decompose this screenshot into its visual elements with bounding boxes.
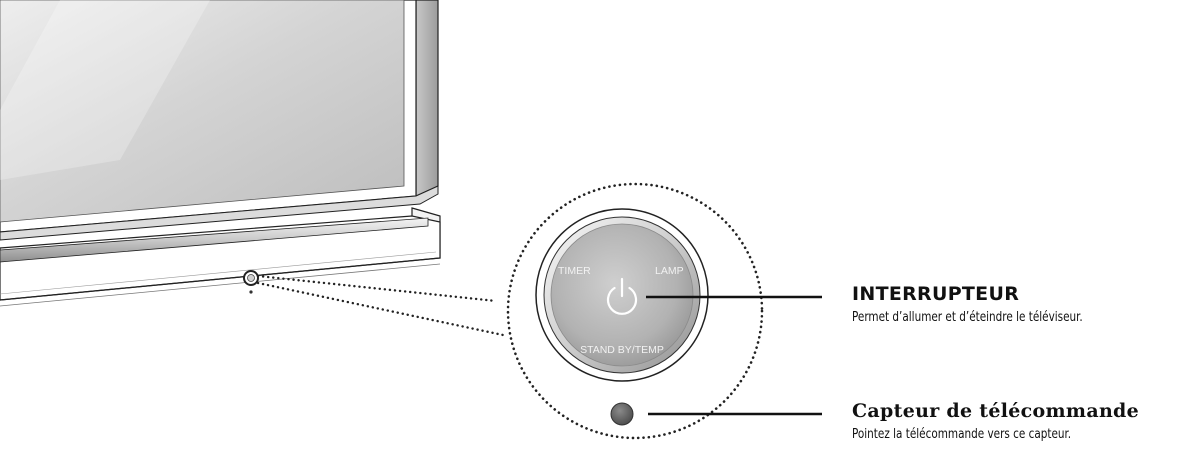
zoom-connector-lines <box>256 274 505 337</box>
sensor-callout: Capteur de télécommande Pointez la téléc… <box>852 400 1139 443</box>
sensor-callout-description: Pointez la télécommande vers ce capteur. <box>852 426 1072 442</box>
power-callout-description: Permet d’allumer et d’éteindre le télévi… <box>852 309 1083 325</box>
power-button-large[interactable]: TIMER LAMP STAND BY/TEMP <box>535 208 709 382</box>
power-icon <box>606 277 638 315</box>
power-callout-title: INTERRUPTEUR <box>852 283 1020 305</box>
standby-label: STAND BY/TEMP <box>580 344 664 356</box>
magnifier-circle <box>506 182 764 440</box>
timer-label: TIMER <box>558 265 591 277</box>
tv-power-button-small <box>243 270 259 286</box>
power-callout: INTERRUPTEUR Permet d’allumer et d’étein… <box>852 283 1120 326</box>
sensor-callout-title: Capteur de télécommande <box>852 400 1140 422</box>
tv-screen <box>0 0 439 241</box>
lamp-label: LAMP <box>655 265 684 277</box>
remote-sensor-large <box>610 402 634 426</box>
leader-lines <box>646 295 822 416</box>
tv-cabinet <box>0 207 441 307</box>
tv-sensor-dot-small <box>249 290 253 294</box>
